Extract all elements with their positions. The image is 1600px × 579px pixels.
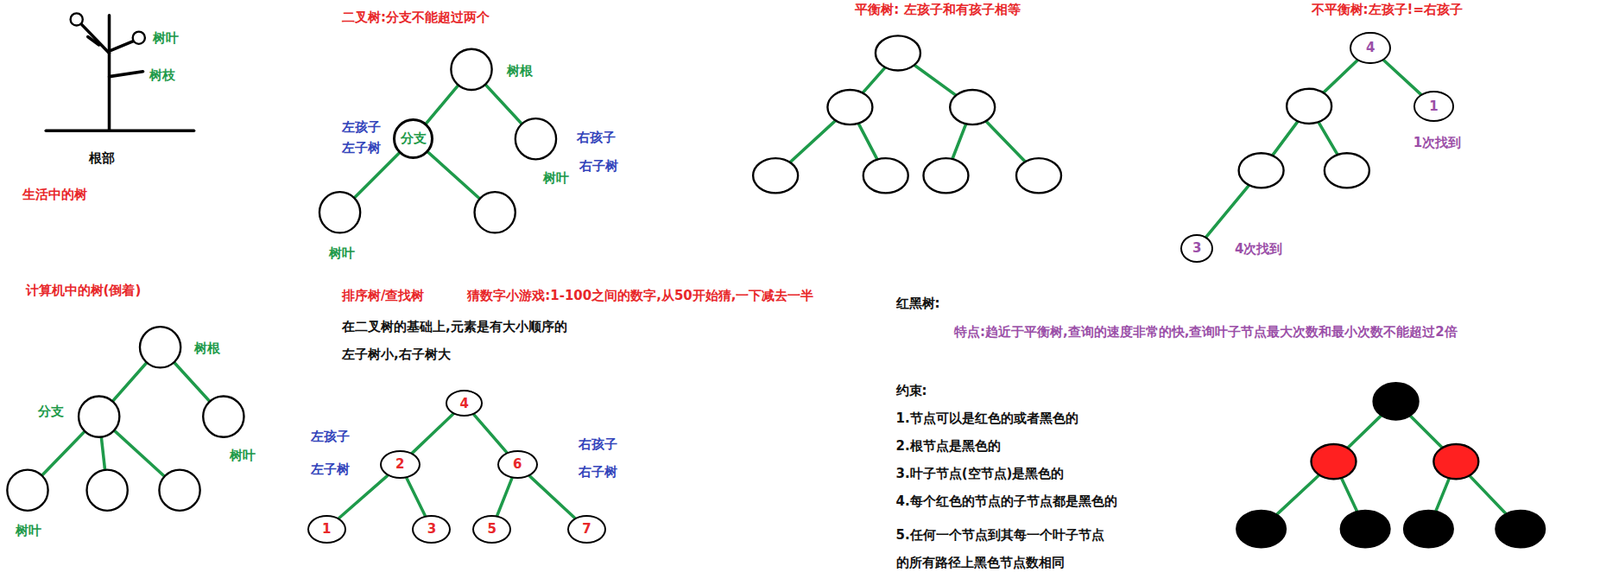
tree-edge [339,475,388,519]
root-label: 树根 [194,340,221,356]
node-text: 5 [486,521,496,537]
tree-node: 4 [445,389,483,417]
branch-label: 分支 [37,403,64,419]
root-label: 根部 [88,150,115,166]
root-label: 树根 [506,63,533,79]
child-label: 右孩子 [578,436,618,452]
tree-node: 6 [497,449,538,479]
section-title: 排序树/查找树 [341,287,424,304]
leaf-label: 树叶 [328,245,355,261]
section-title: 计算机中的树(倒着) [25,282,142,298]
tree-node: 1 [1413,90,1455,121]
node-text: 1 [322,521,331,537]
leaf-label: 树叶 [15,522,42,538]
node-text: 2 [395,456,405,472]
rule-heading: 约束: [896,382,928,399]
section-title: 二叉树:分支不能超过两个 [341,9,490,26]
node-text: 3 [1192,240,1202,256]
rule-text: 3.叶子节点(空节点)是黑色的 [896,465,1065,481]
rule-text: 1.节点可以是红色的或者黑色的 [896,410,1079,426]
node-text: 1 [1429,99,1438,114]
note-text: 在二叉树的基础上,元素是有大小顺序的 [341,318,568,335]
node-text: 4 [1366,40,1375,56]
leaf-label: 树叶 [543,170,570,186]
tree-node: 3 [1180,233,1214,263]
section-title: 生活中的树 [22,186,88,203]
node-text: 6 [512,456,522,472]
leaf-label: 树叶 [229,447,256,463]
node-text: 7 [581,521,591,537]
count-note: 1次找到 [1413,134,1461,151]
section-title: 不平衡树:左孩子!=右孩子 [1311,1,1463,18]
subtree-label: 右子树 [579,158,619,174]
note-text: 猜数字小游戏:1-100之间的数字,从50开始猜,一下减去一半 [467,287,814,304]
tree-edge [411,413,454,453]
node-text: 3 [427,521,437,537]
branch-label: 树枝 [149,67,176,83]
child-label: 左孩子 [341,119,381,135]
subtree-label: 右子树 [578,463,618,480]
tree-edge [1384,60,1422,95]
tree-edge [406,477,425,515]
tree-edge [497,478,513,516]
tree-edge [474,414,507,453]
note-text: 特点:趋近于平衡树,查询的速度非常的快,查询叶子节点最大次数和最小次数不能超过2… [954,323,1458,340]
note-text: 左子树小,右子树大 [341,346,451,362]
count-note: 4次找到 [1234,240,1283,257]
rule-text: 2.根节点是黑色的 [896,437,1001,454]
rule-text: 4.每个红色的节点的子节点都是黑色的 [896,493,1118,509]
child-label: 右孩子 [576,129,616,146]
section-title: 红黑树: [896,295,941,311]
tree-node: 5 [472,514,512,544]
tree-edge [529,475,575,518]
section-title: 平衡树: 左孩子和有孩子相等 [854,1,1020,18]
tree-node: 7 [567,514,607,544]
leaf-label: 树叶 [152,30,179,46]
tree-node: 分支 [392,118,434,159]
node-text: 4 [459,396,468,412]
tree-node: 1 [307,514,347,544]
node-text: 分支 [400,131,427,146]
tree-node: 2 [379,449,421,479]
rule-text: 5.任何一个节点到其每一个叶子节点 的所有路径上黑色节点数相同 [896,520,1156,576]
child-label: 左孩子 [310,428,350,444]
subtree-label: 左子树 [310,461,350,477]
subtree-label: 左子树 [341,139,381,156]
tree-node: 4 [1349,31,1391,65]
tree-node: 3 [411,514,451,544]
